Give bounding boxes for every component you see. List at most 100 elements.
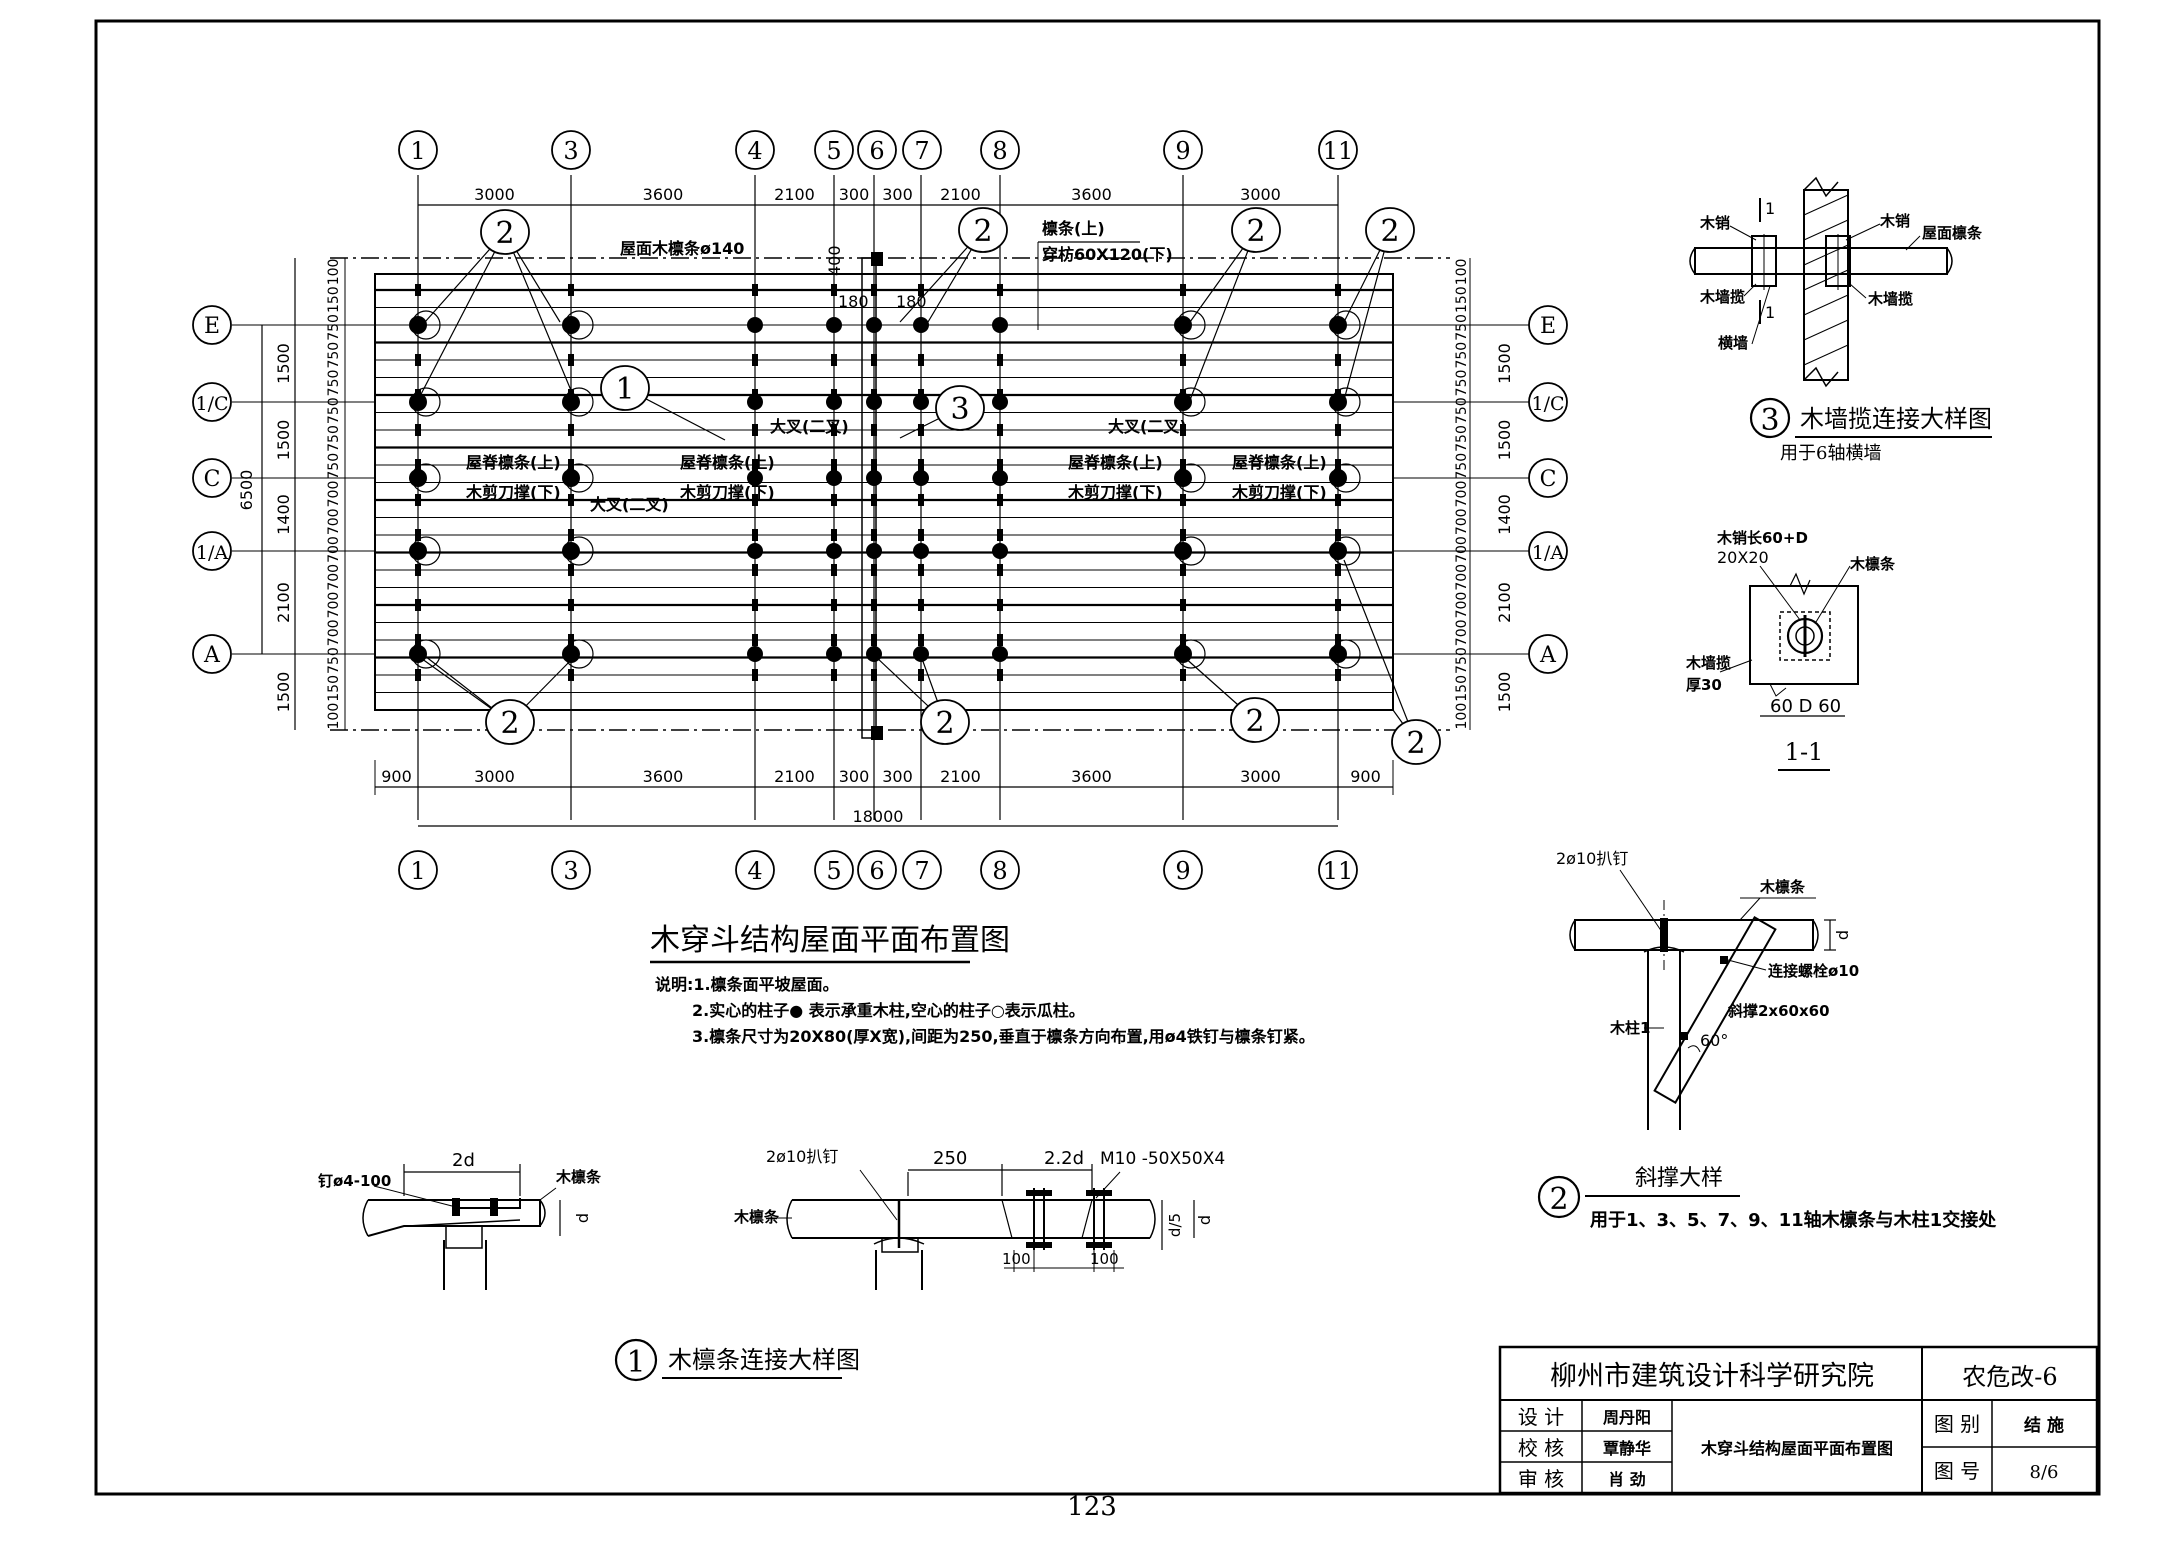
column-solid [866, 317, 882, 333]
column-solid [1174, 542, 1192, 560]
column-solid [913, 470, 929, 486]
dim-right-small-6: 750 [1454, 425, 1470, 452]
grid-bubble-label-3: 3 [563, 857, 578, 885]
stud [415, 459, 421, 471]
label-wall: 横墙 [1718, 334, 1748, 352]
grid-bubble-5 [814, 130, 854, 170]
dim-right-major-4: 1500 [1495, 672, 1514, 713]
stud [997, 284, 1003, 296]
dim-bottom-3: 2100 [774, 767, 815, 786]
stud [415, 669, 421, 681]
dim-top-0: 3000 [474, 185, 515, 204]
column-solid [747, 317, 763, 333]
stud [415, 529, 421, 541]
category-value: 结 施 [2024, 1415, 2064, 1436]
dim-right-small-5: 750 [1454, 397, 1470, 424]
grid-bubble-9 [1163, 850, 1203, 890]
label-tenon: 穿枋60X120(下) [1042, 245, 1173, 264]
dim-left-small-14: 750 [326, 647, 342, 674]
label-180b: 180 [896, 292, 927, 311]
grid-bubble-label-6: 6 [869, 857, 884, 885]
dim-left-small-16: 100 [326, 703, 342, 730]
row-bubble-label-1/A: 1/A [196, 542, 228, 564]
stud [831, 494, 837, 506]
stud [871, 459, 877, 471]
dim-left-small-15: 150 [326, 675, 342, 702]
column-solid [826, 394, 842, 410]
row-bubble-E [192, 305, 232, 345]
column-solid [992, 394, 1008, 410]
column-solid [992, 470, 1008, 486]
column-hollow [1331, 639, 1361, 669]
dim-right-major-2: 1400 [1495, 494, 1514, 535]
dim-right-small-4: 750 [1454, 370, 1470, 397]
wall-end-top [871, 252, 883, 266]
stud [871, 284, 877, 296]
callout-label: 2 [495, 216, 514, 251]
svg-text:3: 3 [1760, 403, 1779, 438]
label-rivet-d1: 2ø10扒钉 [766, 1147, 838, 1166]
callout-label: 1 [615, 372, 634, 407]
dim-left-major-1: 1500 [274, 420, 293, 461]
section-mark-a: 1 [1765, 199, 1775, 218]
stud [1335, 564, 1341, 576]
stud [752, 494, 758, 506]
dim-right-small-1: 150 [1454, 286, 1470, 313]
stud [1335, 529, 1341, 541]
dim-total-height: 6500 [237, 470, 256, 511]
label-100a: 100 [1002, 1250, 1031, 1268]
dim-right-small-0: 100 [1454, 259, 1470, 286]
label-pin-len: 木销长60+D [1716, 529, 1808, 547]
detail-1-number [614, 1338, 658, 1382]
row-bubble-C [192, 458, 232, 498]
row-bubble-A [192, 634, 232, 674]
stud [997, 529, 1003, 541]
column-solid [1174, 645, 1192, 663]
stud [568, 459, 574, 471]
grid-bubble-4 [735, 130, 775, 170]
sheet-border [94, 19, 2101, 1496]
stud [918, 494, 924, 506]
grid-bubble-3 [551, 850, 591, 890]
detail-3-title: 木墙揽连接大样图 [1800, 405, 1992, 433]
label-ridge-4: 屋脊檩条(上) [1232, 453, 1327, 472]
role-approve: 审 核 [1518, 1467, 1564, 1491]
dim-left-small-5: 750 [326, 397, 342, 424]
stud [997, 564, 1003, 576]
grid-bubble-9 [1163, 130, 1203, 170]
column-hollow [1176, 536, 1206, 566]
stud [752, 634, 758, 646]
number-value: 8/6 [2030, 1462, 2059, 1483]
callout-label: 2 [935, 706, 954, 741]
section-mark-b: 1 [1765, 303, 1775, 322]
stud [752, 564, 758, 576]
column-solid [409, 393, 427, 411]
callout-circle [1231, 207, 1281, 253]
column-solid [562, 645, 580, 663]
stud [568, 599, 574, 611]
column-solid [1329, 542, 1347, 560]
detail-1-title: 木檩条连接大样图 [668, 1346, 860, 1374]
dim-bottom-1: 3000 [474, 767, 515, 786]
stud [1180, 494, 1186, 506]
dim-top-7: 3000 [1240, 185, 1281, 204]
stud [831, 459, 837, 471]
dim-right-small-12: 700 [1454, 592, 1470, 619]
dim-left-major-2: 1400 [274, 494, 293, 535]
dim-right-small-11: 700 [1454, 564, 1470, 591]
stud [871, 494, 877, 506]
column-solid [1174, 316, 1192, 334]
dim-bottom-4: 300 [839, 767, 870, 786]
stud [568, 529, 574, 541]
column-solid [747, 470, 763, 486]
column-solid [1174, 393, 1192, 411]
dim-left-small-6: 750 [326, 425, 342, 452]
stud [1180, 599, 1186, 611]
row-bubble-label-E: E [204, 314, 220, 339]
grid-bubble-11 [1318, 130, 1358, 170]
grid-bubble-label-8: 8 [992, 857, 1007, 885]
stud [752, 529, 758, 541]
label-ridge-3: 屋脊檩条(上) [1068, 453, 1163, 472]
